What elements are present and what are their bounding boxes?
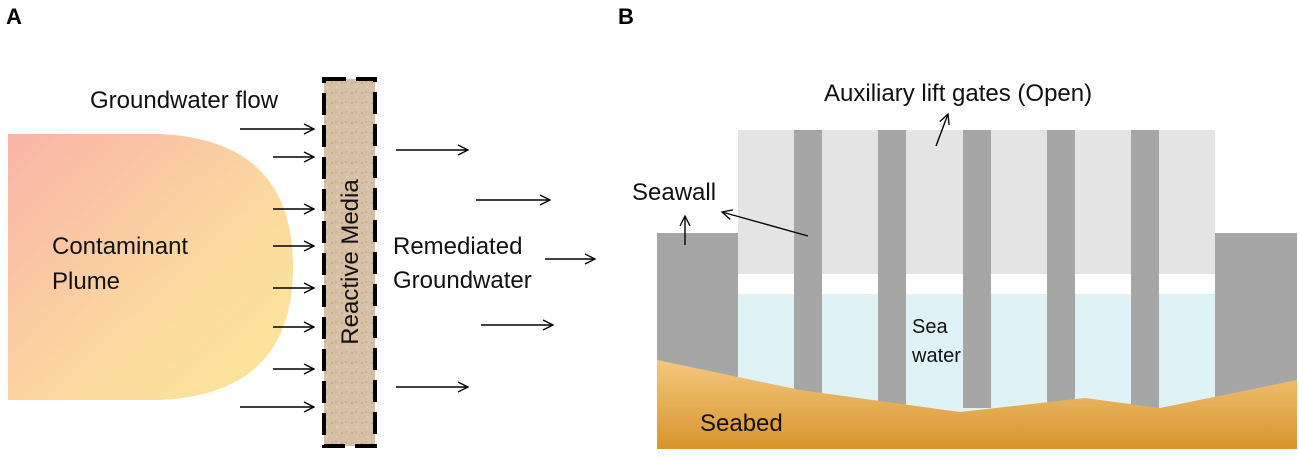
incoming-flow-arrows xyxy=(240,129,314,407)
remediated-label-line2: Groundwater xyxy=(393,267,532,294)
gate-pillars xyxy=(794,130,1159,408)
gate-pillar xyxy=(1047,130,1075,408)
contaminant-plume xyxy=(8,134,293,400)
gate-pillar xyxy=(794,130,822,408)
reactive-media-dashed-border xyxy=(322,77,377,448)
gate-pillar xyxy=(878,130,906,408)
gates-pointer-arrow xyxy=(935,114,948,147)
plume-label-line1: Contaminant xyxy=(52,233,188,260)
gate-to-seawall-arrow xyxy=(722,212,809,237)
plume-label-line2: Plume xyxy=(52,268,120,295)
remediated-label-line1: Remediated xyxy=(393,233,522,260)
outgoing-flow-arrows xyxy=(396,150,595,387)
gate-pillar xyxy=(1131,130,1159,408)
sea-water-label-line1: Sea xyxy=(912,316,948,338)
panel-b-letter: B xyxy=(618,4,634,29)
groundwater-flow-label: Groundwater flow xyxy=(90,87,279,114)
reactive-media-barrier xyxy=(324,79,375,446)
seabed-label: Seabed xyxy=(700,410,783,437)
seawall-right xyxy=(1215,233,1297,403)
sea-water-label-line2: water xyxy=(911,345,961,367)
seawall-label: Seawall xyxy=(632,179,716,206)
panel-a-letter: A xyxy=(6,4,22,29)
gate-pillar xyxy=(963,130,991,408)
seabed xyxy=(657,360,1297,449)
reactive-media-label: Reactive Media xyxy=(337,179,364,345)
gates-label: Auxiliary lift gates (Open) xyxy=(824,80,1092,107)
